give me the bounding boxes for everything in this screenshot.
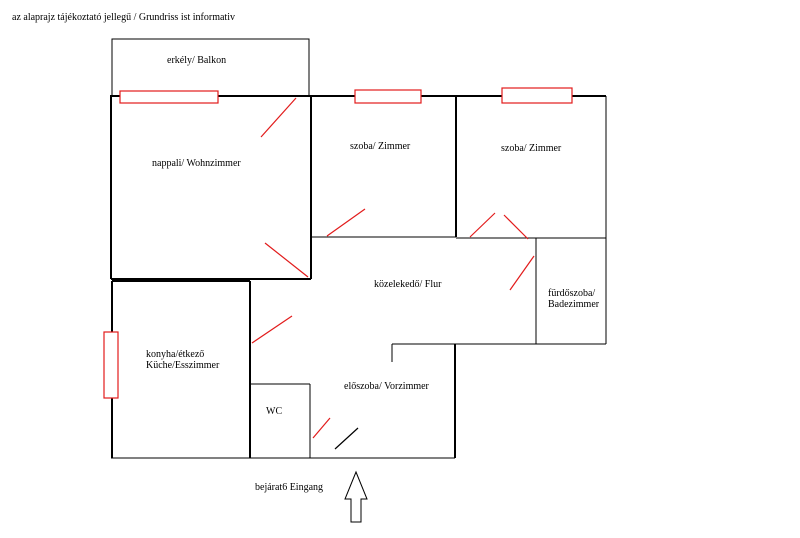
room1-door [326, 208, 366, 237]
kitchen-label-line2: Küche/Esszimmer [146, 360, 220, 371]
wc-label: WC [266, 406, 282, 417]
room1-label: szoba/ Zimmer [350, 141, 411, 152]
kitchen-label-line1: konyha/étkező [146, 349, 204, 360]
room1-window [354, 89, 422, 104]
room2-door-right [503, 214, 529, 240]
living-window [119, 90, 219, 104]
room-labels: erkély/ Balkon nappali/ Wohnzimmer szoba… [146, 55, 600, 417]
bathroom-door [509, 255, 535, 291]
bathroom-label-line1: fürdőszoba/ [548, 288, 595, 299]
wc-door [312, 417, 331, 439]
entrance-door [334, 427, 359, 450]
entrance-arrow-icon [344, 470, 368, 523]
doors [251, 97, 535, 450]
kitchen-window [103, 331, 119, 399]
room2-label: szoba/ Zimmer [501, 143, 562, 154]
windows [103, 87, 573, 399]
kitchen-door [251, 315, 293, 344]
room2-window [501, 87, 573, 104]
entrance-label: bejárat6 Eingang [255, 482, 323, 493]
bathroom-label-line2: Badezimmer [548, 299, 600, 310]
living-door [264, 242, 309, 278]
hall-label: előszoba/ Vorzimmer [344, 381, 430, 392]
balcony-wall [111, 38, 310, 95]
balcony-door [260, 97, 297, 138]
corridor-label: közelekedő/ Flur [374, 279, 442, 290]
living-room-label: nappali/ Wohnzimmer [152, 158, 241, 169]
room2-door-left [469, 212, 496, 238]
disclaimer-note: az alaprajz tájékoztató jellegű / Grundr… [12, 12, 235, 23]
balcony-label: erkély/ Balkon [167, 55, 226, 66]
